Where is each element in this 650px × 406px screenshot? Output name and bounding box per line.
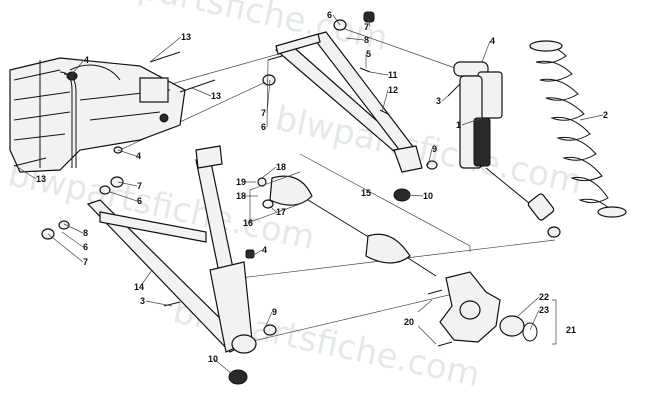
callout-labels: 1341313467851112769104312181918171615768…	[15, 10, 608, 375]
callout-6-b: 6	[261, 122, 266, 132]
callout-leader-4-b	[117, 149, 137, 157]
callout-leader-1	[461, 117, 483, 126]
callout-leader-4-a	[71, 59, 85, 75]
callout-21: 21	[566, 325, 576, 335]
callout-3-b: 3	[140, 296, 145, 306]
callout-4-a: 4	[84, 55, 89, 65]
callout-13-c: 13	[36, 174, 46, 184]
callout-leader-22	[517, 296, 540, 317]
callout-10-a: 10	[423, 191, 433, 201]
callout-4-d: 4	[262, 245, 267, 255]
watermark-text-1: blwpartsfiche.com	[78, 0, 392, 59]
callout-leader-17	[269, 205, 277, 213]
callout-leader-13-c	[15, 165, 37, 180]
callout-13-b: 13	[211, 91, 221, 101]
callout-23: 23	[539, 305, 549, 315]
kit-16-bracket	[249, 171, 301, 223]
coil-spring	[529, 40, 627, 218]
callout-leader-13-b	[191, 87, 212, 97]
callout-8-a: 8	[364, 35, 369, 45]
callout-7-d: 7	[83, 257, 88, 267]
callout-3-a: 3	[436, 96, 441, 106]
callout-13-a: 13	[181, 32, 191, 42]
callout-8-b: 8	[83, 228, 88, 238]
callout-9-a: 9	[432, 144, 437, 154]
callout-4-b: 4	[136, 151, 141, 161]
callout-7-a: 7	[364, 22, 369, 32]
callout-16: 16	[243, 218, 253, 228]
callout-4-c: 4	[490, 36, 495, 46]
callout-7-c: 7	[137, 181, 142, 191]
callout-9-b: 9	[272, 307, 277, 317]
callout-leader-18-a	[261, 166, 277, 179]
callout-leader-23	[529, 309, 540, 331]
callout-leader-7-a	[367, 17, 371, 28]
callout-5: 5	[366, 49, 371, 59]
callout-leader-6-b	[266, 59, 269, 128]
callout-6-a: 6	[327, 10, 332, 20]
callout-leader-6-d	[61, 231, 84, 248]
callout-leader-4-c	[481, 40, 491, 63]
callout-11: 11	[388, 70, 398, 80]
chassis-frame	[9, 57, 186, 173]
callout-10-b: 10	[208, 354, 218, 364]
lower-a-arm	[41, 145, 277, 385]
callout-leader-7-d	[47, 233, 84, 263]
callout-leader-3-a	[441, 95, 449, 102]
callout-leader-9-a	[427, 148, 433, 166]
bolts	[13, 51, 216, 167]
callout-leader-8-b	[63, 223, 84, 234]
callout-leader-4-d	[251, 249, 263, 257]
callout-6-d: 6	[83, 242, 88, 252]
cv-axle	[257, 175, 437, 277]
callout-6-c: 6	[137, 196, 142, 206]
callout-leader-3-b	[145, 300, 173, 307]
callout-leader-11	[369, 71, 389, 76]
callout-17: 17	[276, 207, 286, 217]
callout-leader-13-a	[149, 36, 182, 63]
callout-leader-10-b	[213, 358, 233, 375]
callout-7-b: 7	[261, 108, 266, 118]
callout-12: 12	[388, 85, 398, 95]
callout-18-b: 18	[236, 191, 246, 201]
callout-22: 22	[539, 292, 549, 302]
kit-15-bracket	[299, 153, 471, 252]
callout-leader-6-a	[332, 14, 341, 26]
callout-1: 1	[456, 120, 461, 130]
callout-15: 15	[361, 188, 371, 198]
callout-leader-14	[139, 269, 153, 288]
callout-leader-8-a	[345, 37, 365, 41]
callout-leader-2	[579, 114, 604, 121]
steering-knuckle	[417, 271, 557, 347]
callout-leader-12	[381, 89, 389, 113]
callout-leader-9-b	[263, 311, 273, 331]
callout-20: 20	[404, 317, 414, 327]
callout-18-a: 18	[276, 162, 286, 172]
callout-leader-7-c	[117, 181, 138, 187]
callout-14: 14	[134, 282, 144, 292]
callout-2: 2	[603, 110, 608, 120]
callout-19: 19	[236, 177, 246, 187]
callout-leader-6-c	[109, 191, 138, 202]
callout-leader-10-a	[407, 194, 424, 197]
watermark-text-3: blwpartsfiche.com	[272, 99, 586, 203]
